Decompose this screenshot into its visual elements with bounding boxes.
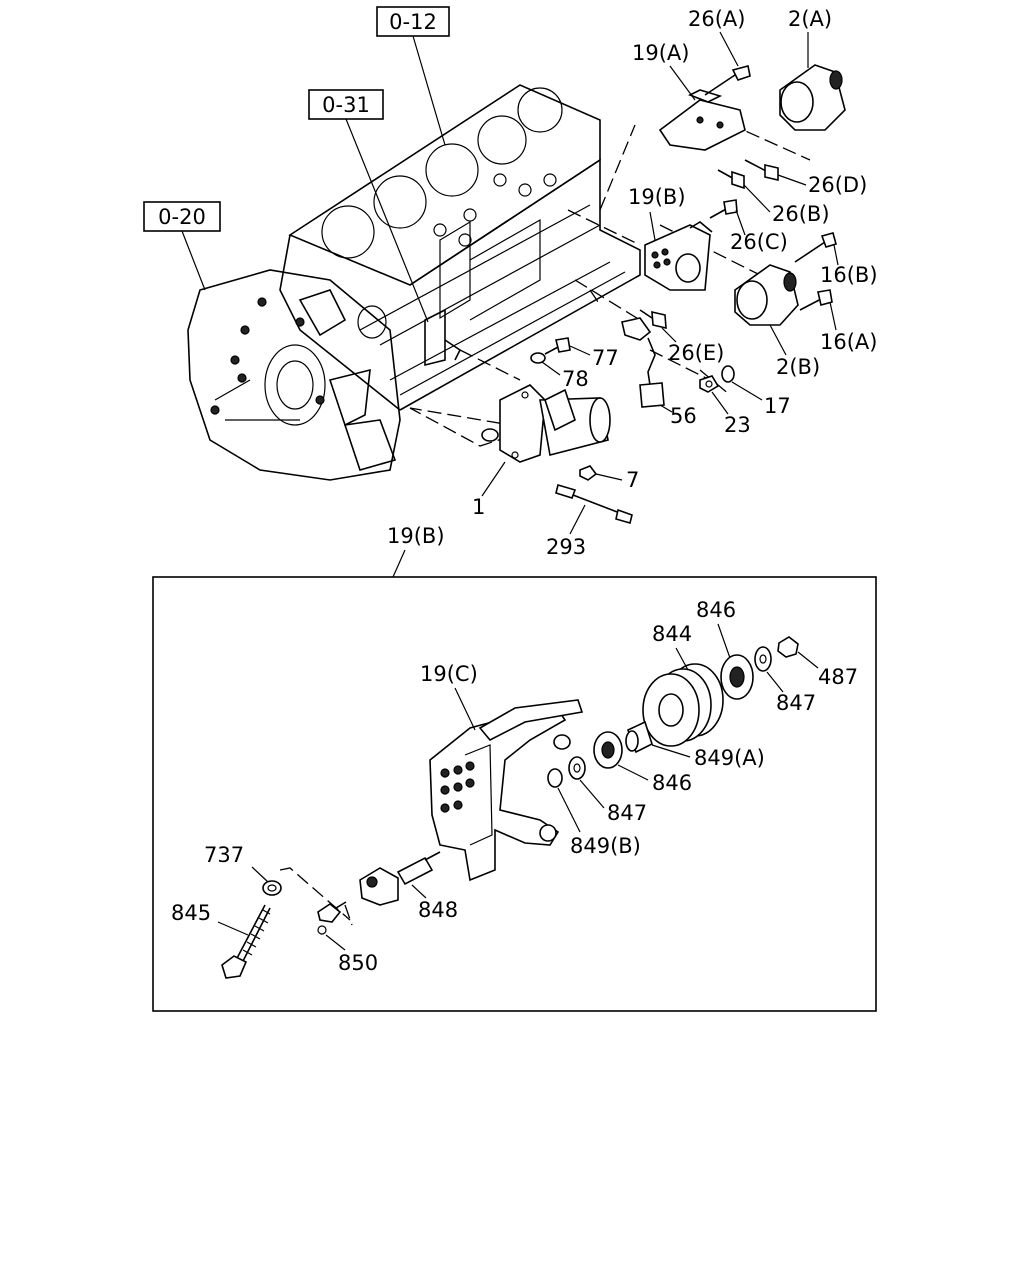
- detail-label-846-inner: 846: [652, 771, 692, 795]
- label-26d: 26(D): [808, 173, 867, 197]
- label-7: 7: [626, 468, 639, 492]
- cable-293: [555, 483, 633, 524]
- bolt-26a: [704, 65, 751, 96]
- assembly-connector-lines: [409, 114, 811, 447]
- label-17: 17: [764, 394, 791, 418]
- detail-connector-lines: [279, 867, 353, 926]
- reference-box-0-12: 0-12: [376, 6, 450, 146]
- nut-23: [699, 375, 720, 393]
- label-23: 23: [724, 413, 751, 437]
- washer-78: [530, 352, 546, 364]
- washer-17: [721, 365, 735, 383]
- washer-737: [262, 880, 282, 896]
- detail-label-19c: 19(C): [420, 662, 478, 686]
- label-2b: 2(B): [776, 355, 820, 379]
- part-2a-unit: [779, 64, 846, 131]
- bolt-26e: [639, 309, 667, 330]
- bearing-846-inner: [593, 731, 623, 769]
- detail-label-844: 844: [652, 622, 692, 646]
- label-78: 78: [562, 367, 589, 391]
- pulley-844: [642, 663, 724, 747]
- label-26a: 26(A): [688, 7, 745, 31]
- starter-motor-1: [481, 384, 611, 463]
- bolt-77: [544, 337, 571, 355]
- label-16b: 16(B): [820, 263, 878, 287]
- reference-box-0-31: 0-31: [308, 89, 429, 323]
- bolt-26c: [709, 199, 738, 219]
- spacer-849a: [625, 720, 653, 754]
- bracket-19a: [658, 89, 746, 151]
- label-19a: 19(A): [632, 41, 689, 65]
- spacer-849b: [547, 768, 563, 788]
- label-19b-detail: 19(B): [387, 524, 445, 548]
- detail-label-487: 487: [818, 665, 858, 689]
- bolt-16a: [799, 289, 833, 311]
- bolt-26d: [744, 159, 779, 182]
- detail-label-845: 845: [171, 901, 211, 925]
- shaft-848: [359, 851, 441, 906]
- label-26b: 26(B): [772, 202, 830, 226]
- bolt-26b: [717, 169, 745, 190]
- nut-487: [777, 636, 799, 658]
- detail-frame: [152, 576, 877, 1012]
- detail-label-849b: 849(B): [570, 834, 641, 858]
- bolt-16b: [794, 232, 837, 263]
- label-19b-top: 19(B): [628, 185, 686, 209]
- nut-7: [579, 465, 598, 481]
- reference-0-20: 0-20: [158, 205, 206, 229]
- fitting-850: [317, 901, 347, 935]
- reference-box-0-20: 0-20: [143, 201, 221, 291]
- bracket-19b-assembly: [644, 221, 713, 291]
- washer-847-outer: [754, 646, 772, 672]
- upper-callouts: 26(A) 2(A) 19(A) 26(D) 26(B) 19(B) 26(C)…: [472, 7, 878, 559]
- detail-label-737: 737: [204, 843, 244, 867]
- detail-label-847-outer: 847: [776, 691, 816, 715]
- detail-label-848: 848: [418, 898, 458, 922]
- washer-847-inner: [568, 756, 586, 780]
- label-77: 77: [592, 346, 619, 370]
- bearing-846-outer: [720, 654, 754, 700]
- label-293: 293: [546, 535, 586, 559]
- reference-0-12: 0-12: [389, 10, 437, 34]
- detail-label-847-inner: 847: [607, 801, 647, 825]
- label-26e: 26(E): [668, 341, 724, 365]
- label-16a: 16(A): [820, 330, 877, 354]
- part-2b-unit: [734, 264, 799, 326]
- sensor-56: [621, 317, 665, 408]
- detail-callout-19b: 19(B): [387, 524, 445, 578]
- label-56: 56: [670, 404, 697, 428]
- detail-label-849a: 849(A): [694, 746, 765, 770]
- reference-0-31: 0-31: [322, 93, 370, 117]
- detail-callouts: 846 844 487 19(C) 847 849(A) 846 847 849…: [171, 598, 858, 975]
- label-2a: 2(A): [788, 7, 832, 31]
- engine-block-illustration: [187, 84, 641, 481]
- bracket-19c: [429, 699, 584, 882]
- label-1: 1: [472, 495, 485, 519]
- label-26c: 26(C): [730, 230, 788, 254]
- detail-label-850: 850: [338, 951, 378, 975]
- bolt-845: [221, 904, 271, 979]
- detail-label-846-outer: 846: [696, 598, 736, 622]
